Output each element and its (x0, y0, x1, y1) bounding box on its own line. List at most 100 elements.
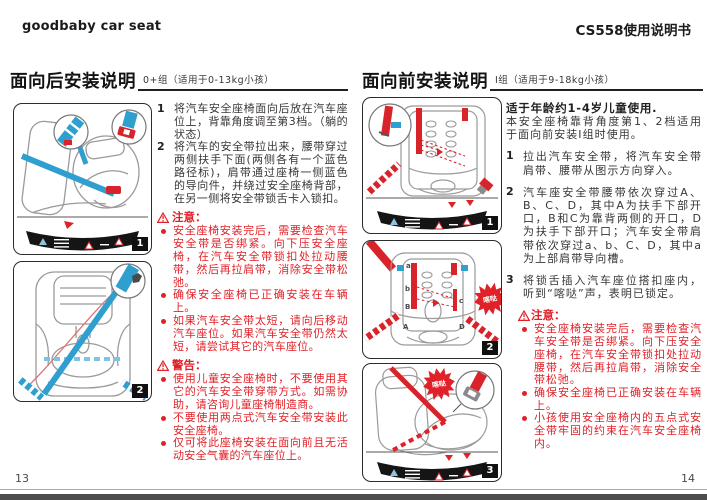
car-seat-front-illustration (15, 263, 148, 401)
step-number: 1 (506, 149, 514, 163)
warning-heading: 警告： (157, 359, 348, 372)
warning-label-band (26, 231, 139, 251)
red-belt-guide (106, 186, 121, 194)
figure-rear-install-step2: 2 (13, 261, 152, 402)
warning-triangle-icon (518, 310, 530, 322)
svg-text:a: a (406, 262, 411, 270)
warning-list: 使用儿童安全座椅时，不要使用其它的汽车安全带穿带方式。如需协助，请咨询儿童座椅制… (157, 372, 348, 463)
red-shoulder-strap (411, 263, 417, 309)
notice-item: 小孩使用安全座椅内的五点式安全带牢固的约束在汽车安全座椅内。 (518, 411, 702, 450)
manual-title: CS558使用说明书 (575, 23, 691, 39)
callout-strap-clip (368, 103, 412, 147)
red-arrow-icon (445, 455, 453, 461)
callout-buckle-click (452, 370, 495, 413)
notice-item: 确保安全座椅已正确安装在车辆上。 (518, 386, 702, 412)
notice-list: 安全座椅安装完后，需要检查汽车安全带是否绑紧。向下压安全座椅，在汽车安全带锁扣处… (157, 224, 348, 353)
car-seat-rear-side-illustration (17, 109, 148, 251)
warning-item: 仅可将此座椅安装在面向前且无活动安全气囊的汽车座位上。 (157, 437, 348, 463)
red-arrow-icon (463, 453, 471, 459)
red-arrow-icon (448, 202, 456, 208)
left-page-subtitle: 0+组（适用于0-13kg小孩） (143, 75, 275, 86)
svg-text:c: c (459, 297, 463, 305)
brand-logo-text: goodbaby car seat (22, 19, 162, 34)
left-page-title-row: 面向后安装说明 0+组（适用于0-13kg小孩） (10, 68, 348, 91)
recline-note: 本安全座椅靠背角度第1、2档适用于面向前安装I组时使用。 (506, 115, 702, 142)
footer-rule (0, 489, 707, 490)
notice-heading: 注意： (157, 211, 348, 224)
figure-rear-install-step1: 1 (13, 103, 152, 255)
notice-text: 小孩使用安全座椅内的五点式安全带牢固的约束在汽车安全座椅内。 (534, 411, 702, 450)
bullet-icon (522, 390, 527, 396)
red-buckle-tongue (476, 177, 494, 195)
right-page-title-row: 面向前安装说明 I组（适用于9-18kg小孩） (362, 68, 703, 91)
warning-triangle-icon (157, 212, 169, 224)
slot-letter-labels: a b B A c D (403, 262, 465, 331)
red-dashed-belt (392, 420, 446, 452)
left-title-underline: 0+组（适用于0-13kg小孩） (138, 68, 348, 91)
notice-list: 安全座椅安装完后，需要检查汽车安全带是否绑紧。向下压安全座椅，在汽车安全带锁扣处… (518, 323, 702, 450)
red-striped-belt (364, 161, 402, 197)
left-page-title: 面向后安装说明 (10, 71, 136, 92)
bullet-icon (522, 416, 527, 422)
notice-text: 如果汽车安全带太短，请向后移动汽车座位。如果汽车安全带仍然太短，请尝试其它的汽车… (173, 313, 348, 353)
step-number: 3 (506, 273, 514, 287)
notice-text: 确保安全座椅已正确安装在车辆上。 (173, 288, 348, 315)
right-title-underline: I组（适用于9-18kg小孩） (490, 68, 703, 91)
callout-buckle (111, 109, 147, 145)
notice-text: 安全座椅安装完后，需要检查汽车安全带是否绑紧。向下压安全座椅，在汽车安全带锁扣处… (534, 322, 702, 387)
figure-forward-install-step3: 喀哒 3 (362, 363, 502, 482)
age-range-note: 适于年龄约1-4岁儿童使用. (506, 101, 658, 115)
notice-item: 安全座椅安装完后，需要检查汽车安全带是否绑紧。向下压安全座椅，在汽车安全带锁扣处… (157, 224, 348, 289)
step-text: 将汽车的安全带拉出来，腰带穿过两侧扶手下面(两侧各有一个蓝色路径标)，肩带通过座… (174, 140, 348, 205)
figure-number-badge: 1 (132, 237, 148, 251)
notice-item: 安全座椅安装完后，需要检查汽车安全带是否绑紧。向下压安全座椅，在汽车安全带锁扣处… (518, 323, 702, 387)
step-number: 2 (157, 140, 165, 154)
blue-lap-belt (20, 153, 116, 197)
warning-label-band (377, 211, 487, 230)
notice-text: 安全座椅安装完后，需要检查汽车安全带是否绑紧。向下压安全座椅，在汽车安全带锁扣处… (173, 224, 348, 289)
red-dashed-routing (416, 286, 456, 308)
red-dashed-routing (420, 139, 466, 167)
svg-text:喀哒: 喀哒 (431, 378, 447, 389)
red-pointer-icon (64, 221, 74, 229)
svg-text:D: D (459, 323, 465, 331)
step-2: 2 将汽车的安全带拉出来，腰带穿过两侧扶手下面(两侧各有一个蓝色路径标)，肩带通… (157, 140, 348, 205)
car-seat-side-illustration: 喀哒 (366, 366, 498, 481)
bullet-icon (161, 441, 166, 447)
svg-text:B: B (405, 303, 410, 311)
bullet-icon (161, 415, 166, 421)
warning-triangle-icon (157, 360, 169, 372)
red-arrow-icon (466, 200, 474, 206)
right-page-instructions: 适于年龄约1-4岁儿童使用. 本安全座椅靠背角度第1、2档适用于面向前安装I组时… (506, 101, 702, 450)
svg-text:A: A (403, 323, 409, 331)
warning-text: 仅可将此座椅安装在面向前且无活动安全气囊的汽车座位上。 (173, 436, 348, 463)
seat-shell-back-illustration (364, 103, 498, 230)
step-1: 1 将汽车安全座椅面向后放在汽车座位上，背靠角度调至第3档。（躺的状态） (157, 102, 348, 141)
page-number-left: 13 (15, 472, 29, 485)
figure-number-badge: 2 (132, 384, 148, 398)
warning-item: 使用儿童安全座椅时，不要使用其它的汽车安全带穿带方式。如需协助，请咨询儿童座椅制… (157, 372, 348, 411)
figure-forward-install-step2: a b B A c D 喀哒 2 (362, 240, 502, 359)
callout-hand-belt (110, 263, 146, 299)
right-page-title: 面向前安装说明 (362, 71, 488, 92)
step-2: 2 汽车座安全带腰带依次穿过A、B、C、D，其中A为扶手下部开口，B和C为靠背两… (506, 185, 702, 265)
figure-number-badge: 3 (482, 464, 498, 478)
bullet-icon (161, 377, 166, 383)
warning-item: 不要使用两点式汽车安全带安装此安全座椅。 (157, 411, 348, 438)
warning-label-band (377, 462, 487, 481)
notice-item: 确保安全座椅已正确安装在车辆上。 (157, 289, 348, 315)
warning-heading-text: 警告： (172, 358, 207, 373)
warning-text: 使用儿童安全座椅时，不要使用其它的汽车安全带穿带方式。如需协助，请咨询儿童座椅制… (173, 372, 348, 411)
bullet-icon (161, 293, 166, 299)
red-shoulder-belt (389, 366, 447, 424)
red-shoulder-strap (416, 108, 422, 154)
bullet-icon (161, 318, 166, 324)
left-page-instructions: 1 将汽车安全座椅面向后放在汽车座位上，背靠角度调至第3档。（躺的状态） 2 将… (157, 102, 348, 463)
svg-text:喀哒: 喀哒 (482, 293, 499, 305)
seat-shell-slots-illustration: a b B A c D 喀哒 (363, 241, 501, 346)
step-number: 1 (157, 102, 165, 115)
page-edge-bar (0, 494, 707, 500)
red-striped-belt (363, 312, 501, 346)
step-1: 1 拉出汽车安全带，将汽车安全带肩带、腰带从图示方向穿入。 (506, 149, 702, 177)
notice-heading-text: 注意： (531, 308, 566, 323)
